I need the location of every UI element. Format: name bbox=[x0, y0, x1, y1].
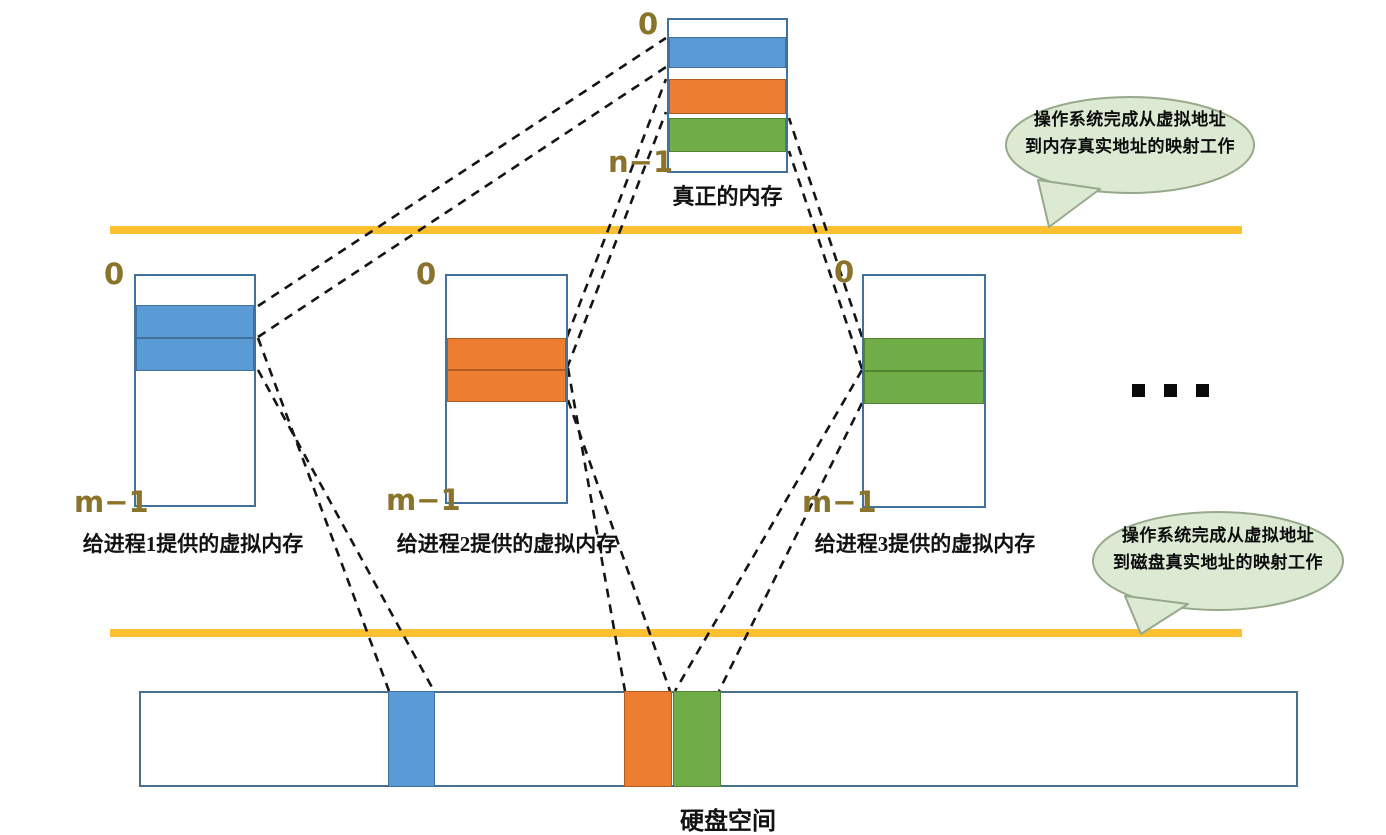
process2-mapped-pages-orange bbox=[447, 338, 566, 402]
yellow-divider-bottom bbox=[110, 629, 1242, 637]
bubble-line: 操作系统完成从虚拟地址 bbox=[1033, 110, 1227, 129]
ellipsis-dot bbox=[1164, 384, 1177, 397]
page-divider bbox=[865, 370, 983, 372]
disk-mapping-bubble-tail bbox=[1124, 595, 1189, 635]
process3-caption: 给进程3提供的虚拟内存 bbox=[814, 532, 1036, 556]
disk-block-blue bbox=[388, 691, 435, 787]
mapping-line-p1-to-memory-1 bbox=[257, 36, 667, 308]
mapping-line-p1-to-disk-1 bbox=[256, 337, 391, 692]
mapping-line-p2-to-disk-1 bbox=[566, 367, 627, 692]
process3-address-m-1: m−1 bbox=[802, 485, 877, 519]
disk-block-orange bbox=[624, 691, 672, 787]
process3-address-0: 0 bbox=[834, 255, 855, 289]
mapping-line-p3-to-disk-1 bbox=[673, 369, 864, 692]
bubble-line: 操作系统完成从虚拟地址 bbox=[1121, 526, 1315, 545]
more-processes-ellipsis bbox=[1132, 384, 1209, 397]
mapping-line-p2-to-disk-2 bbox=[566, 399, 672, 692]
mapping-line-p1-to-disk-2 bbox=[256, 369, 436, 692]
process2-address-0: 0 bbox=[416, 257, 437, 291]
memory-address-n-1: n−1 bbox=[608, 145, 674, 179]
mapping-line-p2-to-memory-1 bbox=[565, 78, 668, 338]
disk-space-caption: 硬盘空间 bbox=[680, 809, 776, 835]
process1-mapped-pages-blue bbox=[136, 305, 254, 371]
process1-address-m-1: m−1 bbox=[74, 485, 149, 519]
bubble-line: 到磁盘真实地址的映射工作 bbox=[1113, 553, 1323, 572]
mapping-line-p3-to-memory-1 bbox=[787, 117, 864, 338]
process2-virtual-memory-box bbox=[445, 274, 568, 504]
process1-caption: 给进程1提供的虚拟内存 bbox=[82, 532, 304, 556]
process1-virtual-memory-box bbox=[134, 274, 256, 507]
disk-mapping-bubble-text: 操作系统完成从虚拟地址 到磁盘真实地址的映射工作 bbox=[1096, 522, 1340, 576]
memory-page-orange bbox=[669, 79, 786, 114]
real-memory-caption: 真正的内存 bbox=[672, 184, 783, 209]
memory-address-0: 0 bbox=[638, 7, 659, 41]
mapping-line-p3-to-memory-2 bbox=[787, 150, 864, 370]
process2-address-m-1: m−1 bbox=[386, 483, 461, 517]
memory-mapping-bubble-tail bbox=[1037, 179, 1101, 228]
bubble-line: 到内存真实地址的映射工作 bbox=[1025, 137, 1235, 156]
disk-space-box bbox=[139, 691, 1298, 787]
mapping-line-p3-to-disk-2 bbox=[717, 402, 864, 692]
memory-mapping-bubble bbox=[1005, 96, 1255, 194]
yellow-divider-top bbox=[110, 226, 1242, 234]
ellipsis-dot bbox=[1196, 384, 1209, 397]
page-divider bbox=[137, 337, 253, 339]
page-divider bbox=[448, 369, 565, 371]
ellipsis-dot bbox=[1132, 384, 1145, 397]
mapping-line-p2-to-memory-2 bbox=[565, 111, 668, 369]
real-memory-box bbox=[667, 18, 788, 173]
disk-mapping-bubble bbox=[1092, 511, 1344, 611]
process3-mapped-pages-green bbox=[864, 338, 984, 404]
memory-mapping-bubble-text: 操作系统完成从虚拟地址 到内存真实地址的映射工作 bbox=[1008, 106, 1252, 160]
process1-address-0: 0 bbox=[104, 257, 125, 291]
process2-caption: 给进程2提供的虚拟内存 bbox=[396, 532, 618, 556]
memory-page-blue bbox=[669, 37, 786, 68]
mapping-line-p1-to-memory-2 bbox=[257, 65, 667, 339]
process3-virtual-memory-box bbox=[862, 274, 986, 508]
disk-block-green bbox=[673, 691, 721, 787]
memory-page-green bbox=[669, 118, 786, 152]
